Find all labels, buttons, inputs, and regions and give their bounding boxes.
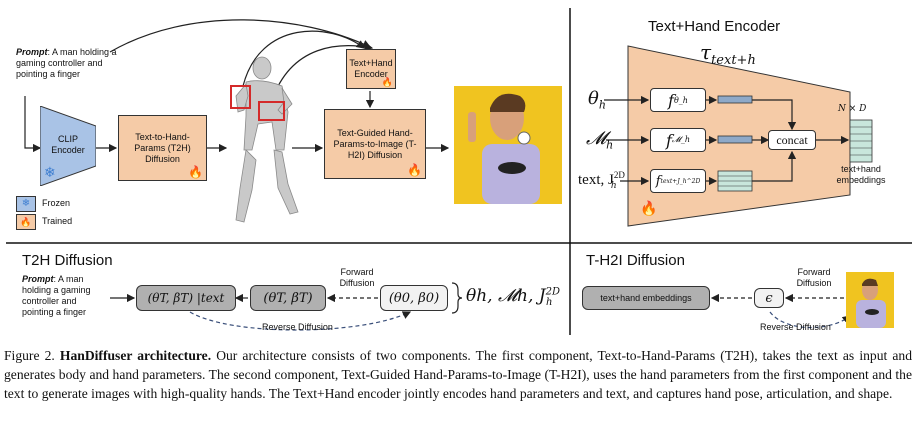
caption-body: Our architecture consists of two compone… xyxy=(4,348,912,401)
t2h-output-params: θh, 𝓜h, J2Dh xyxy=(466,286,560,309)
t2h-output-params-sup: 2D xyxy=(545,286,560,298)
th2i-embeddings-node: text+hand embeddings xyxy=(582,286,710,310)
f-theta-sub: θ_h xyxy=(673,95,688,105)
t2h-prompt-text: : A man holding a gaming controller and … xyxy=(22,274,91,317)
encoder-tau-symbol: τ xyxy=(700,40,712,64)
encoder-input-text-sub: h xyxy=(610,181,617,191)
f-mesh-sub: 𝓜_h xyxy=(671,135,691,144)
th2i-forward-label: Forward Diffusion xyxy=(796,267,832,288)
generated-image-thumbnail xyxy=(846,272,894,328)
th2i-block: Text-Guided Hand-Params-to-Image (T-H2I)… xyxy=(324,109,426,179)
embeddings-stack-icon xyxy=(849,119,873,163)
t2h-title: T2H Diffusion xyxy=(22,252,113,269)
t2h-reverse-label: Reverse Diffusion xyxy=(262,322,333,332)
fire-icon: 🔥 xyxy=(188,165,203,179)
body-mesh-figure xyxy=(235,56,299,223)
text-hand-encoder-block: Text+Hand Encoder 🔥 xyxy=(346,49,396,89)
text-token-stack-icon xyxy=(717,170,753,192)
f-mesh-symbol: f xyxy=(665,130,672,150)
t2h-node-clean: (θ0, β0) xyxy=(380,285,448,311)
fire-icon: 🔥 xyxy=(640,200,658,216)
fire-icon: 🔥 xyxy=(381,77,393,87)
embeddings-dims: N × D xyxy=(838,104,867,114)
encoder-input-mesh-sub: h xyxy=(606,138,614,152)
encoder-tau: τtext+h xyxy=(700,40,756,68)
th2i-reverse-label: Reverse Diffusion xyxy=(760,322,831,332)
t2h-block: Text-to-Hand-Params (T2H) Diffusion 🔥 xyxy=(118,115,207,181)
t2h-forward-label: Forward Diffusion xyxy=(339,267,375,288)
overview-prompt-label: Prompt xyxy=(16,47,48,57)
t2h-output-params-sub: h xyxy=(546,297,553,309)
legend-frozen-swatch: ❄ xyxy=(16,196,36,212)
encoder-input-text-label: text, J xyxy=(578,172,614,188)
clip-encoder: CLIP Encoder ❄ xyxy=(40,106,96,186)
fire-icon: 🔥 xyxy=(407,163,422,177)
encoder-tau-sub: text+h xyxy=(711,53,756,68)
t2h-block-label: Text-to-Hand-Params (T2H) Diffusion xyxy=(134,131,191,164)
th2i-block-label: Text-Guided Hand-Params-to-Image (T-H2I)… xyxy=(333,127,417,160)
encoder-input-theta-sub: h xyxy=(598,98,606,112)
t2h-node-conditional: (θT, βT) |text xyxy=(136,285,236,311)
t2h-prompt: Prompt: A man holding a gaming controlle… xyxy=(22,274,108,318)
snowflake-icon: ❄ xyxy=(44,164,56,180)
legend-trained-swatch: 🔥 xyxy=(16,214,36,230)
overview-prompt: Prompt: A man holding a gaming controlle… xyxy=(16,47,120,80)
clip-encoder-label: CLIP Encoder xyxy=(51,134,85,155)
embeddings-label: text+hand embeddings xyxy=(836,164,886,185)
f-text-symbol: f xyxy=(655,173,661,189)
t2h-node-noisy: (θT, βT) xyxy=(250,285,326,311)
encoder-input-theta-symbol: θ xyxy=(588,88,599,109)
encoder-input-mesh: 𝓜h xyxy=(586,128,613,152)
text-hand-encoder-label: Text+Hand Encoder xyxy=(349,58,393,79)
encoder-input-text: text, J2Dh xyxy=(578,170,625,191)
encoder-title: Text+Hand Encoder xyxy=(648,18,781,35)
legend-trained-label: Trained xyxy=(42,216,73,226)
generated-image-photo xyxy=(454,86,562,204)
overview-prompt-text: : A man holding a gaming controller and … xyxy=(16,47,117,79)
encoder-input-mesh-symbol: 𝓜 xyxy=(586,128,607,149)
legend-frozen-label: Frozen xyxy=(42,198,71,208)
caption-prefix: Figure 2. xyxy=(4,348,60,363)
th2i-epsilon-node: ϵ xyxy=(754,288,784,308)
f-text-sub: text+J_h^2D xyxy=(660,177,701,185)
th2i-title: T-H2I Diffusion xyxy=(586,252,685,269)
concat-block: concat xyxy=(768,130,816,150)
f-theta-symbol: f xyxy=(668,90,674,110)
t2h-prompt-label: Prompt xyxy=(22,274,54,284)
figure-caption: Figure 2. HanDiffuser architecture. Our … xyxy=(4,346,912,403)
encoder-input-text-sup: 2D xyxy=(613,170,625,180)
encoder-input-theta: θh xyxy=(588,88,606,112)
t2h-output-params-text: θh, 𝓜h, J xyxy=(466,286,546,306)
caption-title: HanDiffuser architecture. xyxy=(59,348,212,363)
